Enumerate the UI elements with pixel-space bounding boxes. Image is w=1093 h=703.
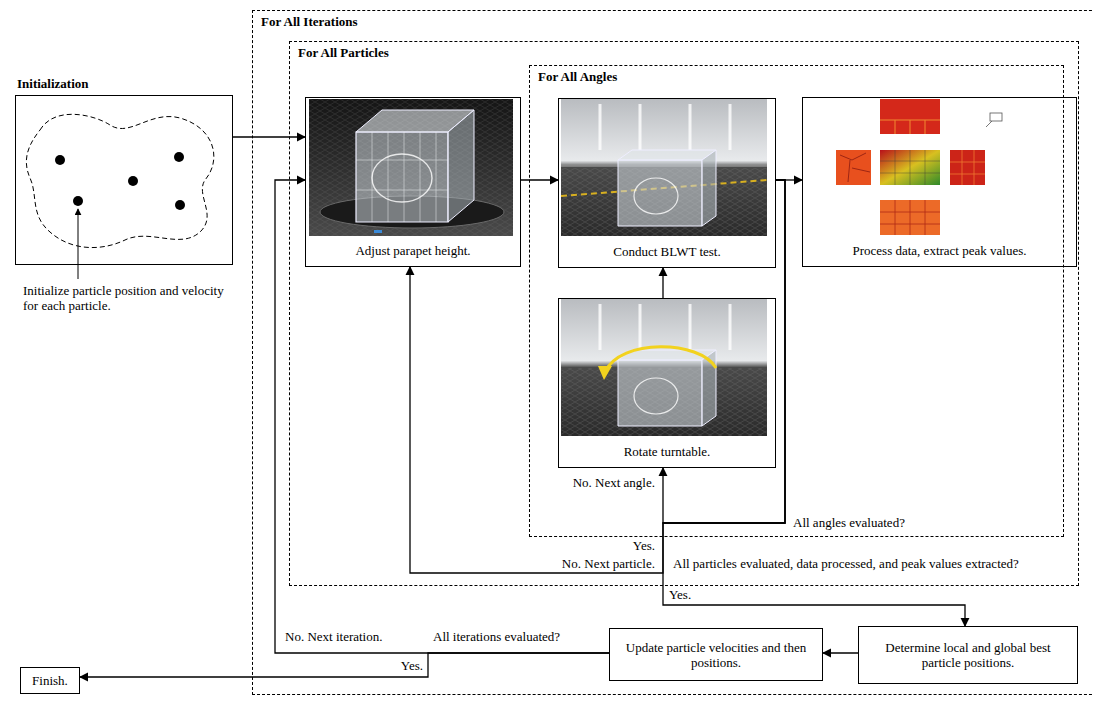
- decision-text: All iterations evaluated?: [432, 630, 561, 643]
- group-heading: For All Particles: [298, 45, 389, 60]
- edge-label: Yes.: [400, 659, 424, 672]
- group-heading: For All Iterations: [261, 14, 358, 29]
- connector: [823, 652, 858, 653]
- connector: [663, 180, 785, 523]
- particle-cloud: [26, 114, 214, 279]
- loop-group: For All ParticlesFor All AnglesConduct B…: [289, 41, 1079, 586]
- decision-text: All angles evaluated?: [792, 516, 906, 529]
- step-box: Rotate turntable.: [558, 298, 776, 468]
- connector: [521, 179, 558, 180]
- edge-label: No. Next angle.: [572, 476, 656, 489]
- process-box: Update particle velocities and then posi…: [609, 628, 823, 681]
- group-heading: For All Angles: [538, 69, 617, 84]
- box-caption: Adjust parapet height.: [310, 243, 516, 258]
- connector: [662, 268, 663, 298]
- decision-text: Yes.: [632, 539, 656, 552]
- model-photo: [309, 99, 513, 236]
- box-caption: Rotate turntable.: [563, 444, 771, 459]
- box-caption: Conduct BLWT test.: [563, 244, 771, 259]
- edge-label: No. Next particle.: [561, 557, 656, 570]
- turntable-photo: [561, 299, 767, 436]
- note-text: Initialize particle position and velocit…: [22, 283, 229, 313]
- step-box: Adjust parapet height.: [305, 97, 521, 267]
- box-heading: Initialization: [17, 76, 89, 91]
- box-text: Finish.: [32, 673, 68, 688]
- connector: [410, 180, 785, 573]
- connector: [233, 136, 305, 137]
- box-text: Update particle velocities and then posi…: [616, 640, 816, 670]
- terminal-box: Finish.: [20, 667, 80, 694]
- decision-text: All particles evaluated, data processed,…: [672, 557, 1020, 570]
- edge-label: Yes.: [668, 588, 692, 601]
- step-box: Conduct BLWT test.: [558, 98, 776, 268]
- box-text: Determine local and global best particle…: [865, 640, 1071, 670]
- step-box: Process data, extract peak values.: [802, 97, 1077, 267]
- init-box: Initialization: [15, 95, 233, 265]
- loop-group: For All AnglesConduct BLWT test. Rotate t…: [529, 65, 1064, 537]
- connector: [80, 653, 609, 677]
- pressure-maps: [836, 99, 1002, 235]
- wind-tunnel-photo: [561, 99, 767, 236]
- process-box: Determine local and global best particle…: [858, 626, 1078, 684]
- box-caption: Process data, extract peak values.: [807, 243, 1072, 258]
- edge-label: No. Next iteration.: [284, 630, 383, 643]
